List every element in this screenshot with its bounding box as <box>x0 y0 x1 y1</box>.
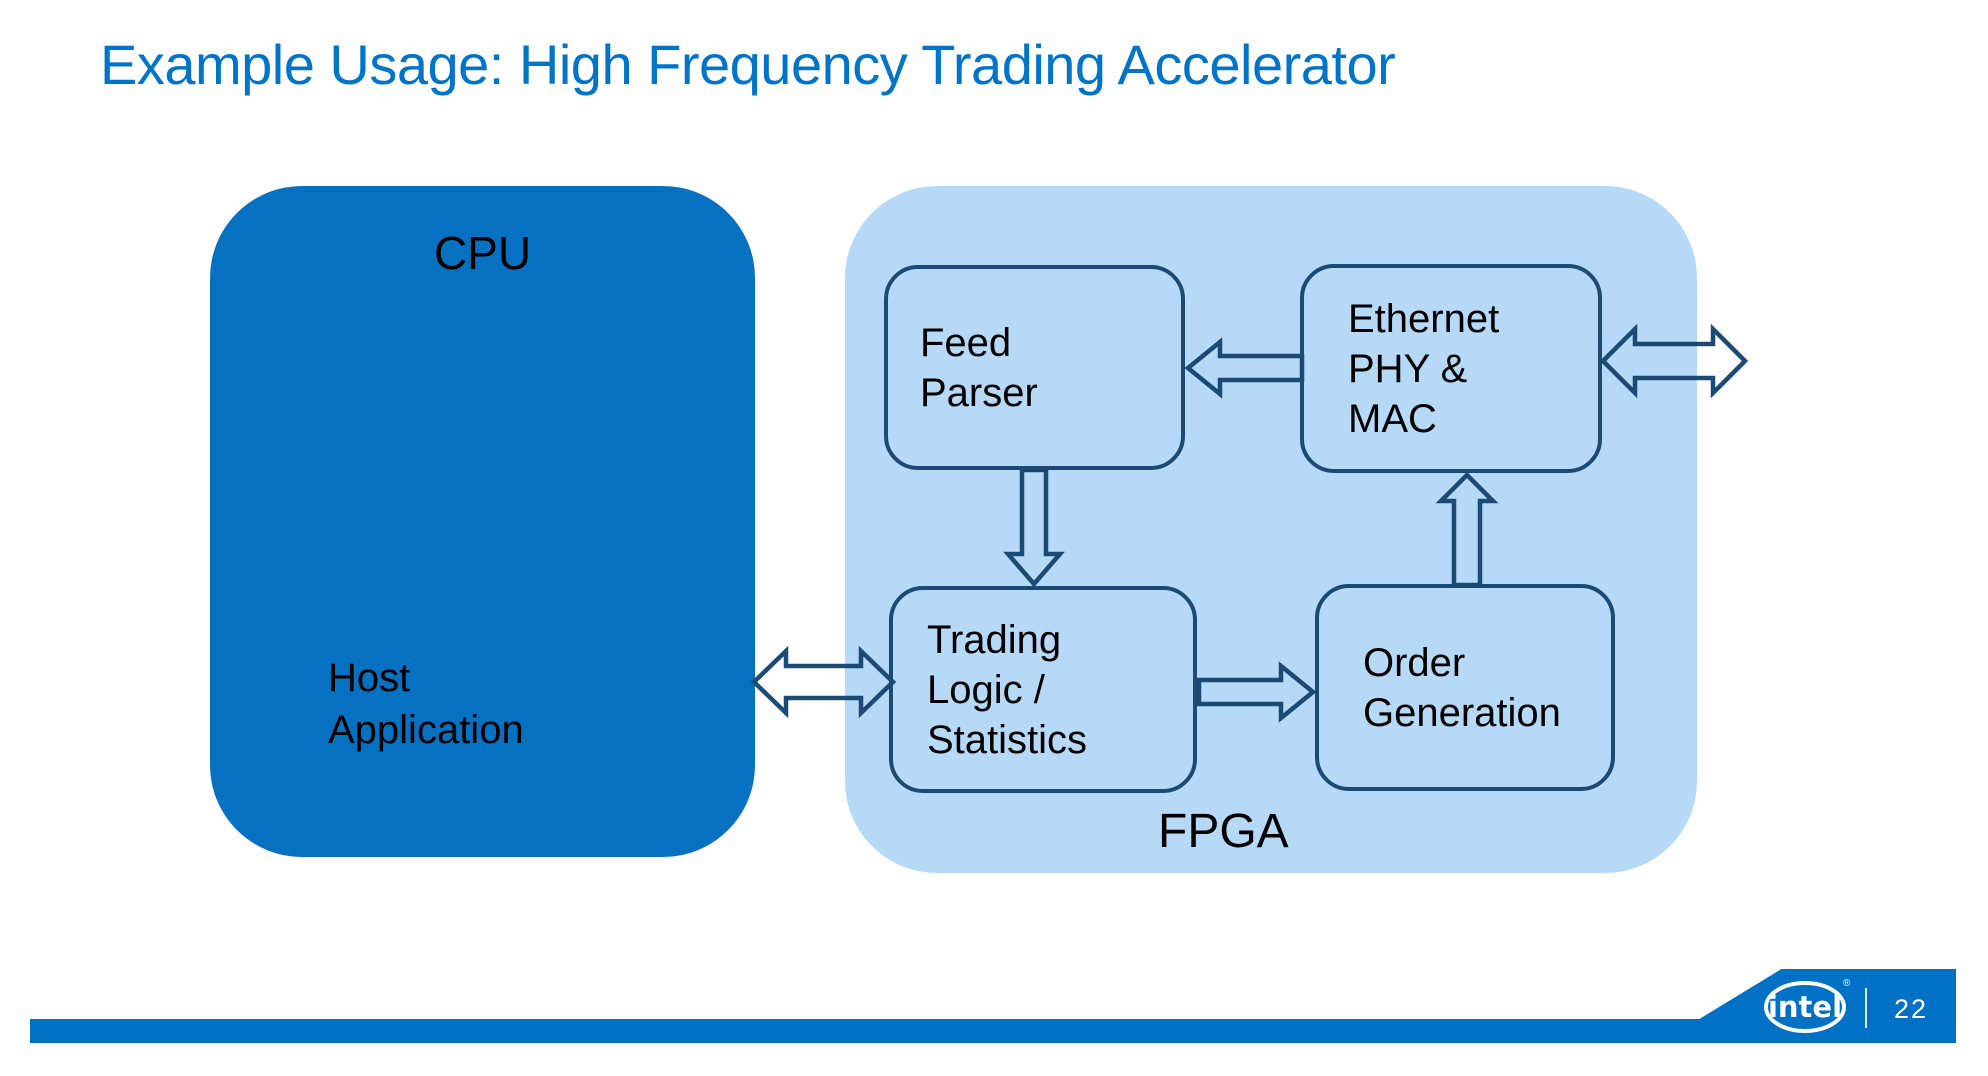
cpu-block: CPU Host Application <box>210 186 755 857</box>
intel-logo-icon: intel ® <box>1764 978 1851 1033</box>
fpga-label: FPGA <box>1158 805 1289 858</box>
fpga-block <box>845 186 1697 873</box>
ethernet-phy-mac-node: Ethernet PHY & MAC <box>1300 264 1602 473</box>
order-generation-label: Order Generation <box>1363 640 1561 735</box>
slide-title: Example Usage: High Frequency Trading Ac… <box>100 33 1396 96</box>
footer-separator <box>1865 988 1867 1028</box>
feed-parser-label: Feed Parser <box>920 320 1038 415</box>
trading-logic-label: Trading Logic / Statistics <box>927 617 1088 762</box>
trading-logic-node: Trading Logic / Statistics <box>889 586 1197 793</box>
cpu-host-application-label: Host Application <box>328 656 524 752</box>
intel-registered-mark: ® <box>1843 978 1851 989</box>
intel-logo-text: intel <box>1768 990 1842 1024</box>
ethernet-phy-mac-label: Ethernet PHY & MAC <box>1348 296 1500 441</box>
feed-parser-node: Feed Parser <box>884 265 1185 470</box>
page-number: 22 <box>1894 994 1929 1024</box>
cpu-label: CPU <box>433 227 532 279</box>
footer-bar <box>30 1019 1956 1043</box>
order-generation-node: Order Generation <box>1315 584 1615 791</box>
